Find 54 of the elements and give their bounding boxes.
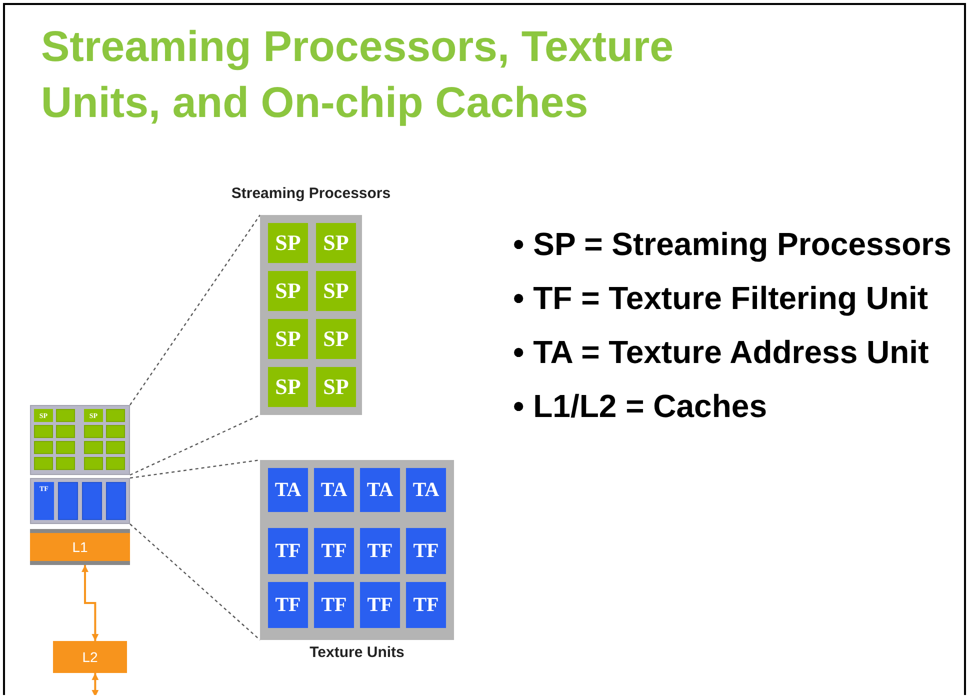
texture-tile xyxy=(82,482,102,520)
texture-tile: TA xyxy=(406,468,446,512)
double-arrow xyxy=(92,673,99,695)
cache-block: L2 xyxy=(53,641,127,673)
texture-tile: TF xyxy=(406,528,446,574)
texture-tile: TF xyxy=(360,582,400,628)
processor-tile xyxy=(56,457,75,470)
slide-title: Streaming Processors, Texture Units, and On-chip Caches xyxy=(41,22,675,129)
processor-tile xyxy=(106,457,125,470)
double-arrow xyxy=(82,565,99,641)
zoom-line xyxy=(130,459,260,479)
texture-tile: TF xyxy=(360,528,400,574)
texture-tile: TF xyxy=(314,582,354,628)
processor-tile: SP xyxy=(316,271,356,311)
processor-tile: SP xyxy=(316,367,356,407)
processor-tile xyxy=(56,409,75,422)
texture-tile xyxy=(58,482,78,520)
processor-tile: SP xyxy=(268,367,308,407)
zoom-line xyxy=(130,524,260,640)
processor-tile xyxy=(34,441,53,454)
processor-tile xyxy=(84,441,103,454)
texture-tile: TA xyxy=(360,468,400,512)
texture-block xyxy=(30,478,130,524)
processor-tile xyxy=(56,441,75,454)
cache-block: L1 xyxy=(30,529,130,565)
panel-heading: Streaming Processors xyxy=(230,185,392,202)
processor-tile: SP xyxy=(316,319,356,359)
texture-tile: TF xyxy=(268,528,308,574)
bullet-item: • L1/L2 = Caches xyxy=(513,387,768,426)
texture-tile: TF xyxy=(314,528,354,574)
texture-tile: TA xyxy=(268,468,308,512)
bullet-item: • TA = Texture Address Unit xyxy=(513,333,930,372)
processor-tile: SP xyxy=(316,223,356,263)
processor-tile xyxy=(56,425,75,438)
processor-tile: SP xyxy=(268,271,308,311)
zoom-line xyxy=(130,414,260,476)
processor-tile xyxy=(84,457,103,470)
processor-tile xyxy=(106,425,125,438)
processor-tile xyxy=(34,457,53,470)
texture-tile xyxy=(106,482,126,520)
texture-tile: TA xyxy=(314,468,354,512)
processor-tile xyxy=(106,409,125,422)
processor-cluster-block xyxy=(30,405,130,475)
zoom-line xyxy=(130,214,260,406)
processor-tile xyxy=(106,441,125,454)
processor-tile: SP xyxy=(268,319,308,359)
processor-tile xyxy=(84,425,103,438)
processor-tile: SP xyxy=(268,223,308,263)
bullet-item: • TF = Texture Filtering Unit xyxy=(513,279,930,318)
panel-heading: Texture Units xyxy=(308,644,406,661)
texture-tile: TF xyxy=(268,582,308,628)
texture-tile: TF xyxy=(406,582,446,628)
processor-tile xyxy=(34,425,53,438)
bullet-item: • SP = Streaming Processors xyxy=(513,225,952,264)
